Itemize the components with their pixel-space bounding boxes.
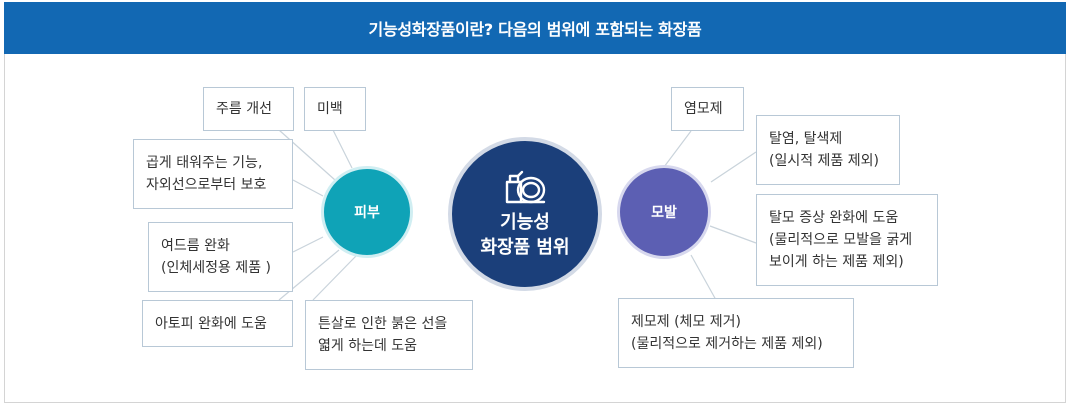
hair-circle: 모발 (617, 165, 711, 259)
connector-depilatory (690, 254, 717, 301)
item-text: 탈염, 탈색제 (769, 131, 843, 147)
skin-label: 피부 (354, 205, 380, 221)
item-text: 보이게 하는 제품 제외) (769, 254, 904, 270)
item-text: (물리적으로 모발을 굵게 (769, 232, 913, 248)
center-title-line2: 화장품 범위 (480, 237, 570, 258)
item-text: (인체세정용 제품 ) (161, 260, 271, 276)
item-text: 아토피 완화에 도움 (155, 315, 267, 332)
connector-wrinkle (278, 129, 336, 181)
skin-circle: 피부 (321, 166, 413, 258)
skin-item-stretchmark: 튼살로 인한 붉은 선을 엷게 하는데 도움 (305, 300, 473, 370)
connector-whitening (332, 129, 353, 169)
item-text: 염모제 (684, 101, 723, 117)
item-text: 탈모 증상 완화에 도움 (769, 210, 899, 226)
connector-decolor (710, 151, 757, 183)
item-text: 자외선으로부터 보호 (146, 177, 267, 193)
item-text: 제모제 (체모 제거) (631, 314, 741, 330)
connector-tanning (292, 179, 324, 197)
hair-label: 모발 (651, 205, 677, 221)
cosmetics-jar-icon (505, 170, 546, 204)
connector-stretchmark (312, 255, 357, 301)
item-text: 여드름 완화 (161, 238, 230, 254)
hair-item-hairdye: 염모제 (671, 87, 744, 131)
skin-item-atopy: 아토피 완화에 도움 (142, 300, 293, 347)
connector-hairloss (709, 225, 757, 244)
skin-item-acne: 여드름 완화 (인체세정용 제품 ) (148, 222, 293, 292)
header-title: 기능성화장품이란? 다음의 범위에 포함되는 화장품 (4, 2, 1066, 54)
center-title-line1: 기능성 (500, 212, 550, 233)
item-text: (물리적으로 제거하는 제품 제외) (631, 336, 823, 352)
hair-item-hairloss: 탈모 증상 완화에 도움 (물리적으로 모발을 굵게 보이게 하는 제품 제외) (756, 194, 938, 286)
connector-hairdye (663, 130, 692, 168)
skin-item-whitening: 미백 (304, 87, 366, 131)
skin-item-wrinkle: 주름 개선 (203, 87, 294, 131)
connector-acne (292, 236, 324, 253)
item-text: 튼살로 인한 붉은 선을 (318, 316, 448, 332)
hair-item-decolor: 탈염, 탈색제 (일시적 제품 제외) (756, 115, 900, 185)
item-text: (일시적 제품 제외) (769, 153, 879, 169)
item-text: 주름 개선 (216, 101, 272, 117)
skin-item-tanning: 곱게 태워주는 기능, 자외선으로부터 보호 (133, 139, 293, 209)
hair-item-depilatory: 제모제 (체모 제거) (물리적으로 제거하는 제품 제외) (618, 298, 854, 368)
item-text: 엷게 하는데 도움 (318, 338, 418, 354)
item-text: 곱게 태워주는 기능, (146, 155, 263, 171)
center-circle: 기능성 화장품 범위 (448, 137, 602, 291)
item-text: 미백 (317, 101, 343, 117)
